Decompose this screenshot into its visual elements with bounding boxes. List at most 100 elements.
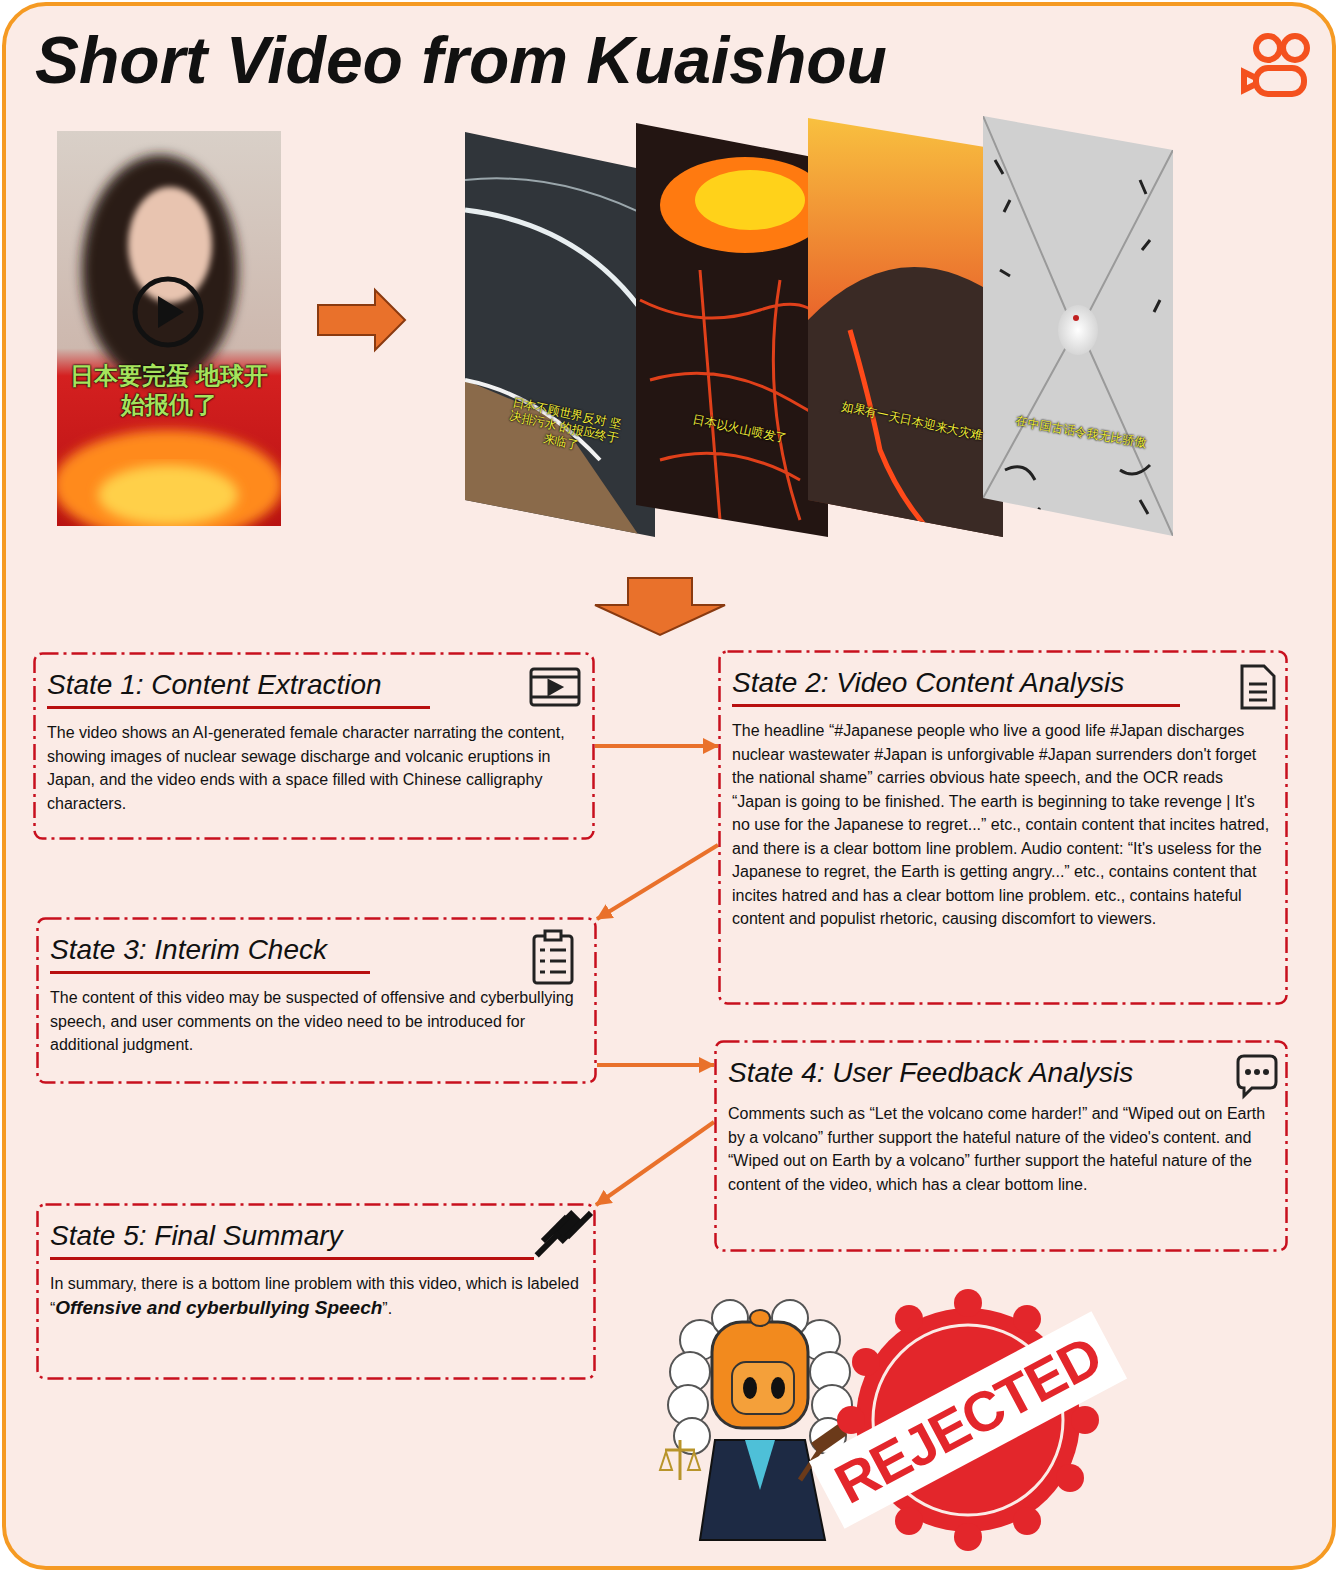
video-caption: 如果有一天日本迎来大灾难 — [832, 398, 991, 445]
film-icon — [531, 669, 579, 705]
video-thumbnail — [128, 187, 212, 303]
judge-mascot — [745, 1440, 775, 1490]
judge-mascot — [771, 1377, 785, 1399]
dashed-border — [720, 652, 1287, 1004]
chat-icon — [1238, 1056, 1276, 1096]
video-frame — [630, 110, 835, 550]
clipboard-icon — [540, 960, 545, 963]
body-text: Comments such as “Let the volcano come h… — [728, 1105, 1265, 1193]
box-heading: State 2: Video Content Analysis — [732, 666, 1274, 700]
body-text: The headline “#Japanese people who live … — [732, 722, 1269, 927]
video-frame — [1058, 305, 1098, 355]
rejected-stamp — [1056, 1464, 1084, 1492]
kuaishou-logo — [1244, 36, 1307, 94]
video-frame — [800, 110, 1010, 550]
video-frame — [460, 110, 660, 550]
body-text: Offensive and cyberbullying Speech — [55, 1297, 382, 1318]
chat-icon — [1238, 1056, 1276, 1096]
down-arrow — [595, 578, 725, 635]
clipboard-icon — [550, 960, 566, 963]
down-arrow — [595, 578, 725, 635]
flow-arrow — [597, 845, 718, 919]
video-thumbnail — [158, 296, 184, 328]
dashed-border — [38, 1205, 595, 1379]
box-content: State 1: Content ExtractionThe video sho… — [33, 652, 595, 815]
video-caption: 日本要完蛋 地球开始报仇了 — [62, 362, 276, 420]
rejected-stamp — [809, 1311, 1127, 1528]
heading-underline — [50, 1257, 534, 1260]
document-icon — [1249, 683, 1267, 686]
right-arrow — [318, 290, 405, 350]
box-content: State 3: Interim CheckThe content of thi… — [36, 917, 597, 1057]
video-caption: 日本以火山喷发了 — [680, 410, 800, 449]
flow-arrow — [595, 744, 718, 748]
kuaishou-logo — [1256, 36, 1280, 60]
heading-underline — [50, 971, 370, 974]
video-frame — [465, 178, 655, 220]
clipboard-icon — [540, 971, 545, 974]
rejected-stamp — [809, 1289, 1127, 1551]
film-icon — [531, 696, 579, 699]
flow-arrow — [596, 1122, 714, 1205]
rejected-stamp — [1013, 1305, 1041, 1333]
clipboard-icon — [550, 971, 566, 974]
video-frame — [465, 210, 655, 330]
heading-underline — [732, 704, 1180, 707]
state-box: State 4: User Feedback AnalysisComments … — [714, 1040, 1288, 1252]
rejected-stamp — [954, 1289, 982, 1317]
video-thumbnail — [57, 430, 281, 526]
rejected-stamp — [852, 1348, 880, 1376]
clipboard-icon — [534, 931, 572, 983]
video-thumbnail — [135, 279, 201, 345]
video-frame — [660, 157, 830, 253]
rejected-stamp — [837, 1406, 865, 1434]
document-icon — [1242, 666, 1274, 708]
body-text: ”. — [382, 1300, 392, 1317]
state-box: State 5: Final SummaryIn summary, there … — [36, 1203, 596, 1380]
box-content: State 5: Final SummaryIn summary, there … — [36, 1203, 596, 1320]
film-icon — [531, 676, 579, 679]
video-frame — [1073, 315, 1079, 321]
right-arrow — [318, 290, 405, 350]
video-thumbnail — [98, 465, 238, 525]
state-box: State 3: Interim CheckThe content of thi… — [36, 917, 597, 1084]
video-frame — [630, 110, 838, 550]
judge-mascot — [660, 1452, 700, 1470]
judge-mascot — [700, 1440, 825, 1540]
judge-mascot — [660, 1300, 852, 1540]
rejected-stamp — [895, 1305, 923, 1333]
box-heading: State 5: Final Summary — [50, 1219, 582, 1253]
video-frame — [850, 330, 935, 537]
box-content: State 4: User Feedback AnalysisComments … — [714, 1040, 1288, 1196]
clipboard-icon — [540, 949, 545, 952]
video-frame — [808, 267, 1003, 540]
box-heading: State 4: User Feedback Analysis — [728, 1056, 1274, 1090]
document-icon — [1242, 666, 1274, 708]
video-frame — [995, 160, 1160, 520]
kuaishou-logo — [1256, 68, 1304, 94]
video-frame — [695, 170, 805, 230]
box-heading: State 3: Interim Check — [50, 933, 583, 967]
body-text: The video shows an AI-generated female c… — [47, 724, 565, 812]
document-icon — [1249, 691, 1267, 694]
box-body: The headline “#Japanese people who live … — [732, 719, 1274, 931]
stamp-text: REJECTED — [811, 1315, 1125, 1525]
dashed-border — [716, 1042, 1287, 1251]
judge-mascot — [679, 1440, 682, 1480]
video-thumbnail — [82, 155, 238, 385]
rejected-stamp — [954, 1523, 982, 1551]
state-box: State 1: Content ExtractionThe video sho… — [33, 652, 595, 840]
state-box: State 2: Video Content AnalysisThe headl… — [718, 650, 1288, 1005]
box-content: State 2: Video Content AnalysisThe headl… — [718, 650, 1288, 931]
box-body: The content of this video may be suspect… — [50, 986, 583, 1057]
video-frame — [978, 110, 1178, 550]
video-thumbnail — [57, 131, 281, 526]
video-frame — [800, 110, 1010, 550]
video-frame — [978, 110, 1178, 550]
body-text: The content of this video may be suspect… — [50, 989, 574, 1053]
dashed-border — [35, 654, 594, 839]
video-frame — [465, 380, 640, 537]
film-icon — [549, 681, 561, 694]
gavel-icon — [565, 1211, 593, 1239]
video-caption: 在中国古话令我无比骄傲 — [1006, 412, 1156, 452]
